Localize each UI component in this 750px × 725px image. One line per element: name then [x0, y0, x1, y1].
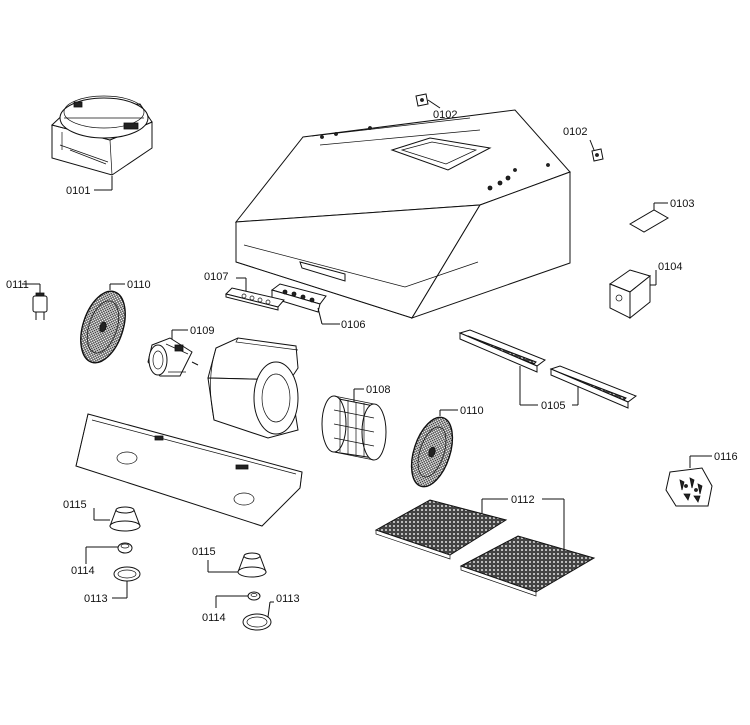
label-0114-left: 0114	[71, 565, 95, 577]
part-0115-lamp-socket-center	[237, 552, 267, 578]
label-0113-center: 0113	[276, 593, 300, 605]
part-0105-rail-1	[458, 329, 547, 373]
part-0111-capacitor	[32, 290, 48, 320]
label-0112: 0112	[511, 494, 535, 506]
part-0110-fan-guard-left	[80, 290, 126, 364]
part-0108-blower-wheel	[321, 395, 387, 461]
part-0112-filter-2	[459, 535, 596, 597]
label-0113-left: 0113	[84, 593, 108, 605]
part-0114-bulb-left	[117, 542, 133, 554]
label-0115-center: 0115	[192, 546, 216, 558]
part-0102-bracket-right	[591, 148, 604, 162]
part-0113-lens-left	[113, 566, 141, 582]
part-0109-motor	[147, 337, 199, 377]
label-0106: 0106	[341, 319, 365, 331]
label-0110-left: 0110	[127, 279, 151, 291]
label-0101: 0101	[66, 185, 90, 197]
label-0110-right: 0110	[460, 405, 484, 417]
label-0105: 0105	[541, 400, 565, 412]
label-0102-right: 0102	[563, 126, 587, 138]
bottom-plate	[75, 413, 303, 527]
label-0108: 0108	[366, 384, 390, 396]
part-0101-exhaust-adapter	[50, 95, 153, 176]
label-0114-center: 0114	[202, 612, 226, 624]
part-0112-filter-1	[374, 499, 508, 560]
part-0115-lamp-socket-left	[109, 506, 141, 532]
part-0102-bracket-top	[415, 93, 429, 107]
label-0116: 0116	[714, 451, 738, 463]
blower-housing	[207, 337, 299, 439]
label-0115-left: 0115	[63, 499, 87, 511]
part-0116-hardware-bag	[665, 467, 713, 507]
label-0107: 0107	[204, 271, 228, 283]
part-0105-rail-2	[549, 365, 638, 409]
part-0103-cover-plate	[629, 209, 669, 233]
part-0110-fan-guard-right	[410, 416, 454, 488]
part-0114-bulb-center	[247, 591, 261, 601]
part-0107-control-overlay	[225, 287, 285, 311]
part-0113-lens-center	[242, 613, 272, 631]
label-0111: 0111	[6, 279, 29, 291]
label-0104: 0104	[658, 261, 682, 273]
part-0106-control-panel	[270, 283, 327, 313]
label-0109: 0109	[190, 325, 214, 337]
hood-body	[234, 109, 571, 319]
label-0103: 0103	[670, 198, 694, 210]
part-0104-junction-box	[608, 269, 652, 320]
